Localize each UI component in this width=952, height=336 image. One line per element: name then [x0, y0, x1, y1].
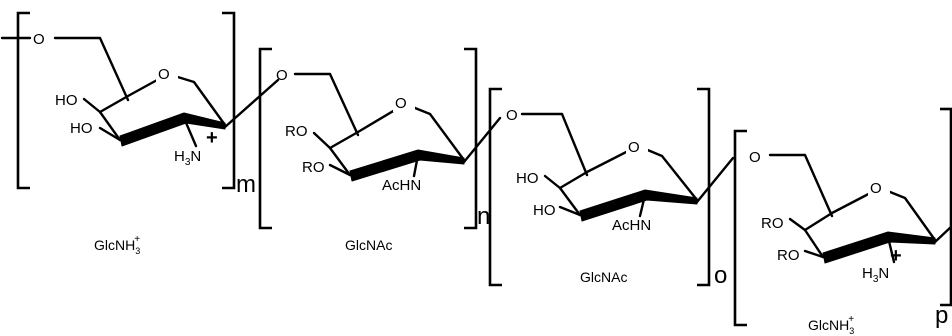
- bond-c6-o: [53, 36, 130, 102]
- ring-oxygen: O: [870, 180, 882, 197]
- ring-oxygen: O: [628, 139, 640, 156]
- linkage-oxygen: O: [749, 149, 761, 166]
- ether-c4: RO: [761, 215, 784, 232]
- bond-c2-n: [886, 235, 896, 264]
- ether-c3: RO: [302, 159, 325, 176]
- c6-oxygen: O: [33, 31, 45, 48]
- repeat-index-m: m: [236, 171, 256, 198]
- bond-glycosidic-1: [223, 78, 280, 129]
- hydroxyl-c3: HO: [70, 120, 93, 137]
- ether-c4: RO: [285, 123, 308, 140]
- amine-group: H3N: [862, 265, 889, 285]
- ring-left: [328, 146, 352, 177]
- linkage-oxygen: O: [276, 67, 288, 84]
- bond-c3-ho: [558, 205, 582, 217]
- unit-glcnac-n: O O RO RO AcHN n GlcNAc: [258, 47, 502, 253]
- bracket-right-m: [222, 11, 236, 190]
- bond-c4-ho: [82, 97, 102, 114]
- unit-caption-glcnh3: GlcNH3+: [808, 314, 854, 336]
- amine-charge: +: [890, 245, 902, 267]
- unit-caption-glcnh3: GlcNH3+: [94, 234, 140, 256]
- bond-glycosidic-3: [695, 156, 735, 204]
- unit-glcnac-o: O O HO HO AcHN o GlcNAc: [488, 87, 735, 289]
- unit-caption-glcnac: GlcNAc: [580, 269, 627, 285]
- bond-c2-n: [182, 116, 198, 148]
- bond-glycosidic-4: [933, 224, 952, 244]
- hydroxyl-c3: HO: [533, 202, 556, 219]
- bracket-left-n: [258, 47, 272, 230]
- bracket-right-o: [697, 87, 711, 287]
- ring-left: [558, 186, 582, 217]
- ring-back: [328, 102, 466, 162]
- bracket-right-p-stem: [940, 109, 952, 307]
- bond-c4-ro: [788, 217, 807, 232]
- bond-c3-ro: [803, 249, 825, 259]
- bond-c3-ro: [328, 163, 352, 177]
- repeat-index-o: o: [714, 262, 727, 289]
- ring-front-wedge: [119, 112, 226, 147]
- hydroxyl-c4: HO: [516, 170, 539, 187]
- ring-front-wedge: [822, 231, 936, 264]
- repeat-index-n: n: [477, 203, 490, 230]
- bond-c4-ro: [312, 131, 332, 150]
- repeat-index-p: p: [935, 302, 948, 329]
- acetamido-group: AcHN: [612, 217, 651, 234]
- bond-c6-chain: [520, 112, 589, 177]
- unit-glcnh3-m: O O HO HO H3N + m GlcNH3+: [0, 11, 280, 256]
- ring-oxygen: O: [158, 66, 170, 83]
- bond-c2-n: [638, 193, 647, 218]
- unit-glcnh3-p: O O RO RO H3N + p GlcNH3+: [733, 107, 952, 336]
- bracket-left-p: [733, 129, 747, 327]
- hydroxyl-c4: HO: [55, 92, 78, 109]
- ring-front-wedge: [349, 149, 465, 182]
- ring-oxygen: O: [395, 95, 407, 112]
- bracket-left-o: [488, 87, 502, 287]
- ring-front-wedge: [579, 189, 698, 222]
- amine-charge: +: [206, 127, 218, 149]
- bond-c2-n: [412, 153, 420, 178]
- amine-group: H3N: [174, 148, 201, 168]
- linkage-oxygen: O: [506, 107, 518, 124]
- bond-c4-ho: [543, 174, 562, 190]
- bond-c6-chain: [768, 153, 834, 218]
- bracket-left-m: [16, 11, 30, 190]
- ring-left: [98, 110, 122, 142]
- unit-caption-glcnac: GlcNAc: [345, 237, 392, 253]
- ether-c3: RO: [777, 247, 800, 264]
- bond-c3-ho: [98, 126, 122, 142]
- bond-glycosidic-2: [462, 116, 502, 164]
- acetamido-group: AcHN: [382, 177, 421, 194]
- bracket-right-n: [464, 47, 478, 230]
- ring-left: [803, 228, 825, 259]
- bond-c6-chain: [293, 72, 360, 137]
